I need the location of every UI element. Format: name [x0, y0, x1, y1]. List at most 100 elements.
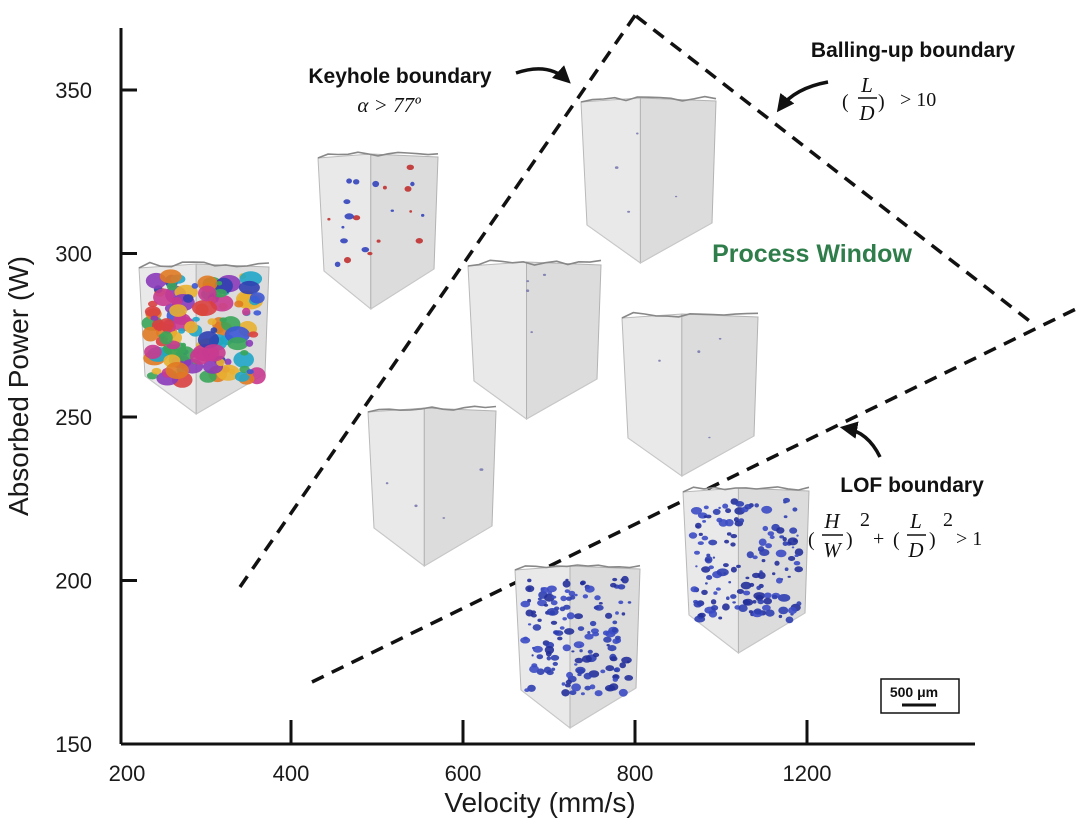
pore — [343, 199, 351, 205]
pore — [752, 555, 758, 560]
block-bottom-edge — [688, 612, 806, 654]
sample-window-low-left — [367, 405, 497, 568]
pore — [532, 624, 542, 631]
pore — [165, 362, 189, 379]
pore — [723, 563, 729, 568]
pore — [706, 575, 713, 580]
pore — [159, 331, 173, 345]
pore — [732, 601, 736, 604]
pore — [730, 542, 736, 547]
pore — [589, 620, 597, 627]
pore — [725, 508, 732, 514]
y-axis-title: Absorbed Power (W) — [3, 256, 34, 516]
pore — [615, 611, 619, 615]
pore — [762, 525, 769, 532]
pore — [718, 337, 722, 340]
pore — [587, 631, 591, 634]
pore — [552, 661, 558, 666]
pore — [627, 660, 630, 664]
pore — [779, 535, 785, 539]
pore — [190, 348, 210, 365]
pore — [151, 367, 162, 375]
block-face-left — [467, 261, 528, 420]
pore — [702, 520, 707, 523]
sample-window-mid-left — [467, 259, 602, 420]
pore — [550, 654, 560, 661]
pore — [736, 564, 741, 569]
pore — [560, 595, 567, 602]
pore — [636, 132, 639, 135]
pore — [479, 468, 484, 471]
pore — [614, 166, 619, 169]
pore — [783, 515, 788, 519]
pore — [530, 610, 537, 615]
scale-bar-label: 500 μm — [890, 684, 938, 700]
pore — [694, 550, 700, 555]
keyhole-arrow — [515, 65, 571, 84]
pore — [531, 654, 534, 657]
pore — [612, 620, 618, 625]
block-bottom-edge — [473, 378, 598, 420]
pore — [718, 506, 721, 510]
pore — [344, 257, 351, 264]
pore — [224, 358, 232, 366]
pore — [544, 593, 555, 602]
pore — [529, 665, 540, 673]
pore — [759, 549, 770, 556]
pore — [603, 636, 612, 643]
pore — [564, 683, 571, 688]
pore — [748, 610, 754, 614]
pore — [573, 641, 585, 649]
pore — [776, 577, 783, 584]
pore — [583, 672, 592, 680]
scale-bar-frame — [880, 678, 960, 714]
pore — [527, 623, 532, 626]
pore — [532, 645, 543, 653]
sample-blocks — [138, 95, 810, 730]
pore — [712, 556, 716, 559]
pore — [178, 328, 186, 334]
pore — [697, 350, 701, 353]
pore — [716, 568, 729, 577]
block-top-edge — [138, 261, 270, 269]
sample-keyhole-high-porosity — [138, 261, 270, 415]
pore — [621, 612, 626, 616]
pore — [604, 684, 616, 692]
pore — [592, 632, 600, 637]
pore — [620, 578, 624, 581]
pore — [198, 285, 217, 302]
pore — [715, 587, 721, 591]
pore — [618, 688, 628, 697]
pore — [543, 666, 552, 674]
pore — [612, 677, 618, 682]
pore — [777, 594, 791, 602]
pore — [602, 630, 610, 636]
pore — [765, 543, 772, 549]
lof-d: D — [907, 538, 923, 562]
pore — [788, 606, 797, 615]
pore — [385, 482, 389, 485]
pore — [708, 436, 711, 439]
pore — [698, 612, 706, 618]
pore — [183, 294, 194, 303]
pore — [705, 582, 708, 585]
pore — [778, 606, 789, 615]
pore — [406, 164, 414, 170]
pore — [761, 505, 773, 514]
pore — [542, 273, 547, 276]
pore — [774, 560, 780, 566]
pore — [546, 585, 557, 593]
pore — [253, 310, 262, 316]
balling-arrow — [776, 80, 829, 113]
pore — [674, 195, 678, 198]
pore — [547, 591, 552, 595]
pore — [546, 656, 551, 661]
pore — [566, 671, 574, 679]
pore — [233, 351, 254, 368]
pore — [376, 239, 381, 243]
pore — [708, 610, 718, 618]
pore — [736, 589, 745, 594]
pore — [762, 604, 771, 611]
pore — [353, 179, 360, 185]
